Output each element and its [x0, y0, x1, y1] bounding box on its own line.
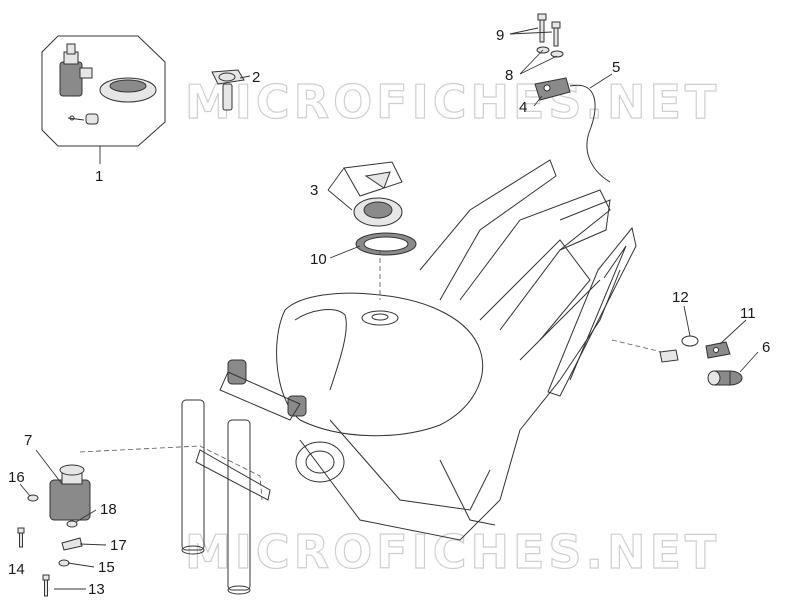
- part-2-key: [211, 69, 245, 111]
- callout-6: 6: [762, 339, 770, 356]
- motorcycle-frame: [276, 159, 637, 541]
- leader-lines: [19, 27, 759, 590]
- callout-3: 3: [310, 182, 318, 199]
- callout-13: 13: [88, 581, 105, 598]
- part-8-washers: [536, 46, 564, 58]
- callout-17: 17: [110, 537, 127, 554]
- callout-11: 11: [740, 305, 756, 322]
- callout-16: 16: [8, 469, 25, 486]
- small-hardware-near-tail: [659, 349, 679, 363]
- callout-7: 7: [24, 432, 32, 449]
- callout-14: 14: [8, 561, 25, 578]
- callout-8: 8: [505, 67, 513, 84]
- callout-15: 15: [98, 559, 115, 576]
- part-18-washer: [66, 520, 78, 528]
- part-15-washer: [58, 559, 70, 567]
- part-3-fuel-cap: [343, 161, 403, 227]
- part-5-cable: [569, 84, 611, 183]
- callout-2: 2: [252, 69, 260, 86]
- front-forks: [181, 359, 307, 595]
- callout-12: 12: [672, 289, 689, 306]
- part-17-clip: [61, 537, 83, 551]
- part-4-bracket: [534, 77, 571, 101]
- part-12-ring: [681, 335, 699, 347]
- part-1-lock-set: [41, 35, 166, 147]
- part-11-latch: [705, 341, 731, 359]
- watermark-bottom: MICROFICHES.NET: [185, 525, 720, 579]
- callout-1: 1: [95, 168, 103, 185]
- part-14-bolt: [17, 527, 25, 548]
- part-13-bolt: [42, 574, 50, 597]
- callout-9: 9: [496, 27, 504, 44]
- watermark-top: MICROFICHES.NET: [185, 75, 720, 129]
- part-6-lock-cylinder: [707, 370, 743, 386]
- callout-5: 5: [612, 59, 620, 76]
- part-10-gasket: [355, 232, 417, 256]
- callout-4: 4: [519, 99, 527, 116]
- part-9-bolts: [537, 13, 561, 47]
- part-16-screw: [27, 494, 39, 502]
- callout-10: 10: [310, 251, 327, 268]
- callout-18: 18: [100, 501, 117, 518]
- part-7-ignition-lock: [49, 464, 91, 521]
